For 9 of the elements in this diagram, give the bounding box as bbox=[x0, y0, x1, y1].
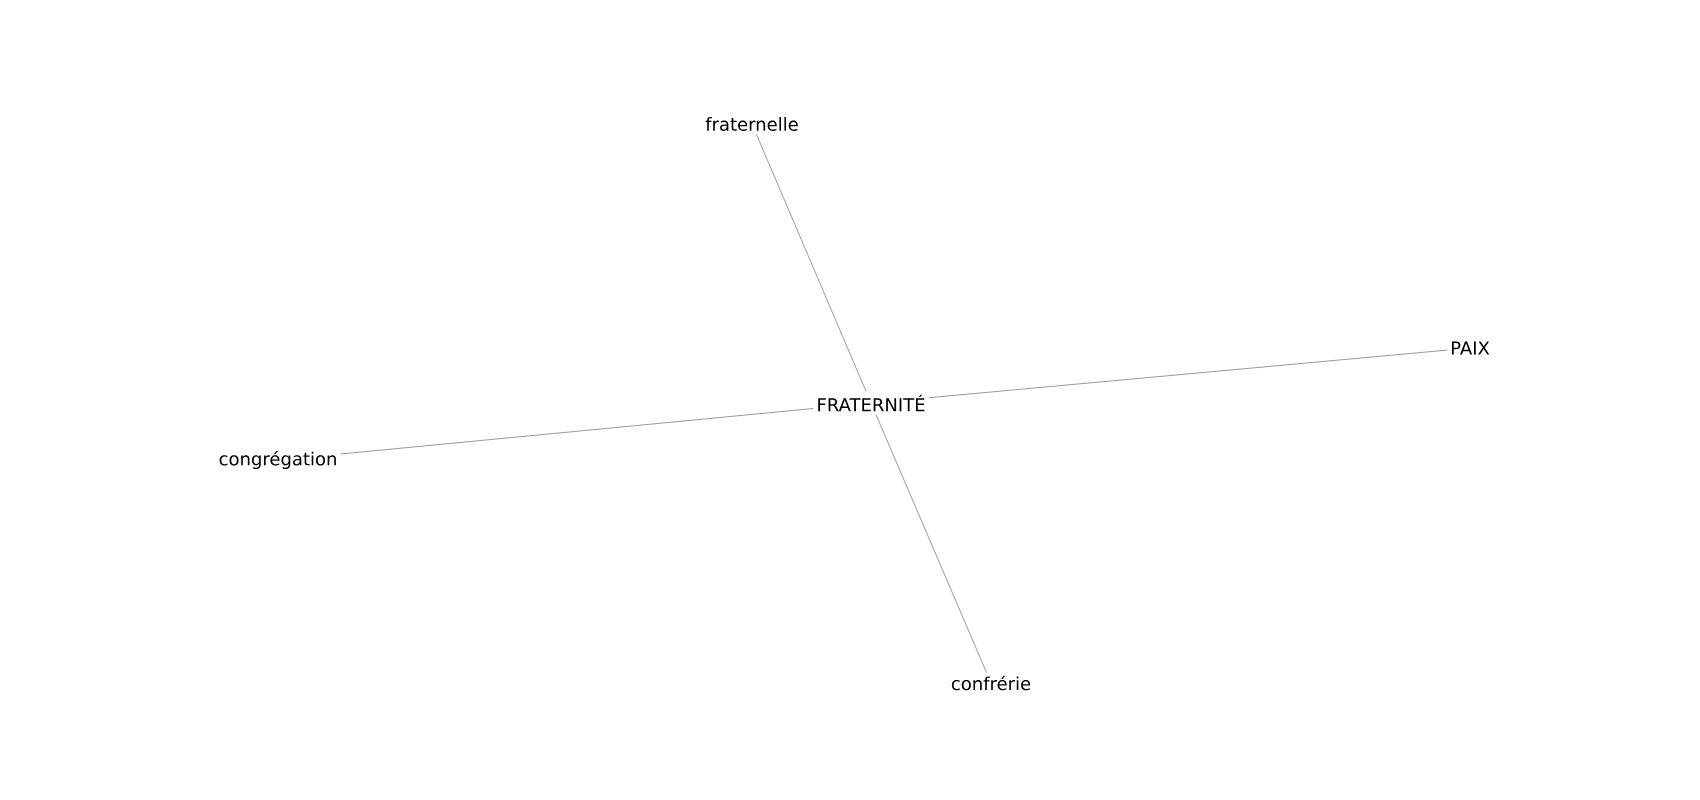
word-label: confrérie bbox=[951, 675, 1031, 691]
word-label: congrégation bbox=[219, 450, 336, 470]
word-label: FRATERNITÉ bbox=[818, 394, 925, 412]
connector-line bbox=[340, 408, 814, 455]
connector-line bbox=[928, 349, 1448, 399]
connector-line bbox=[755, 133, 867, 392]
connector-line bbox=[875, 414, 987, 673]
word-label: fraternelle bbox=[705, 117, 798, 131]
word-label: PAIX bbox=[1451, 341, 1490, 355]
